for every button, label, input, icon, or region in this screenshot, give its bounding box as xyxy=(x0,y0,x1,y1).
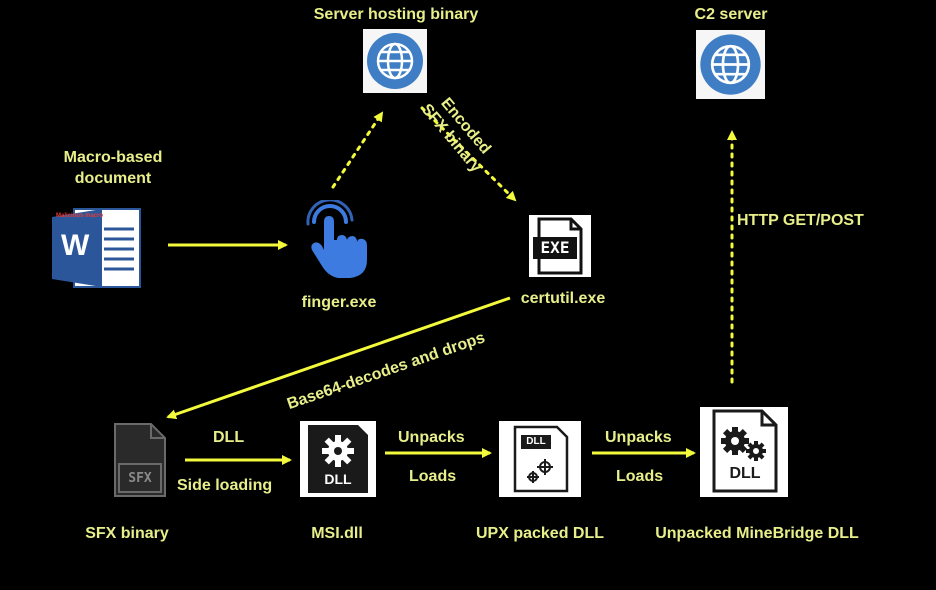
server-hosting-label: Server hosting binary xyxy=(313,6,479,23)
finger-tap-icon xyxy=(306,198,372,285)
minebridge-label: Unpacked MineBridge DLL xyxy=(655,525,859,542)
minebridge-icon-text: DLL xyxy=(729,465,761,482)
arrow-server-to-certutil xyxy=(420,106,517,202)
finger-label: finger.exe xyxy=(301,294,377,311)
sfx-icon-text: SFX xyxy=(128,471,152,486)
dll-gear-icon: DLL xyxy=(300,421,376,502)
macro-doc-label-line2: document xyxy=(74,170,152,187)
certutil-label: certutil.exe xyxy=(520,290,606,307)
exe-icon-text: EXE xyxy=(540,238,570,257)
msi-label: MSI.dll xyxy=(311,525,363,542)
msi-icon-text: DLL xyxy=(324,471,352,487)
upx-icon-text: DLL xyxy=(526,436,546,447)
sfx-file-icon: SFX xyxy=(111,422,169,503)
sfx-label: SFX binary xyxy=(85,525,169,542)
loads-label-2: Loads xyxy=(616,468,664,485)
globe-icon xyxy=(696,30,765,104)
exe-file-icon: EXE xyxy=(529,215,591,282)
side-loading-label: Side loading xyxy=(177,477,273,494)
unpacks-label-1: Unpacks xyxy=(398,429,465,446)
c2-server-label: C2 server xyxy=(694,6,768,23)
word-icon-text: Malicious macro xyxy=(56,213,104,219)
arrow-finger-to-server xyxy=(331,111,384,189)
word-document-icon: Malicious macro W xyxy=(52,207,144,289)
word-icon-letter: W xyxy=(61,229,90,262)
macro-doc-label-line1: Macro-based xyxy=(63,149,163,166)
unpacks-label-2: Unpacks xyxy=(605,429,672,446)
dll-gears-icon: DLL xyxy=(700,407,788,502)
macro-doc-label: Macro-based document xyxy=(64,147,163,189)
globe-icon xyxy=(363,29,427,98)
dll-packed-icon: DLL xyxy=(499,421,581,502)
upx-label: UPX packed DLL xyxy=(475,525,605,542)
loads-label-1: Loads xyxy=(409,468,457,485)
arrow-certutil-to-sfx xyxy=(166,296,511,420)
dll-edge-label: DLL xyxy=(213,429,245,446)
http-label: HTTP GET/POST xyxy=(737,212,864,229)
